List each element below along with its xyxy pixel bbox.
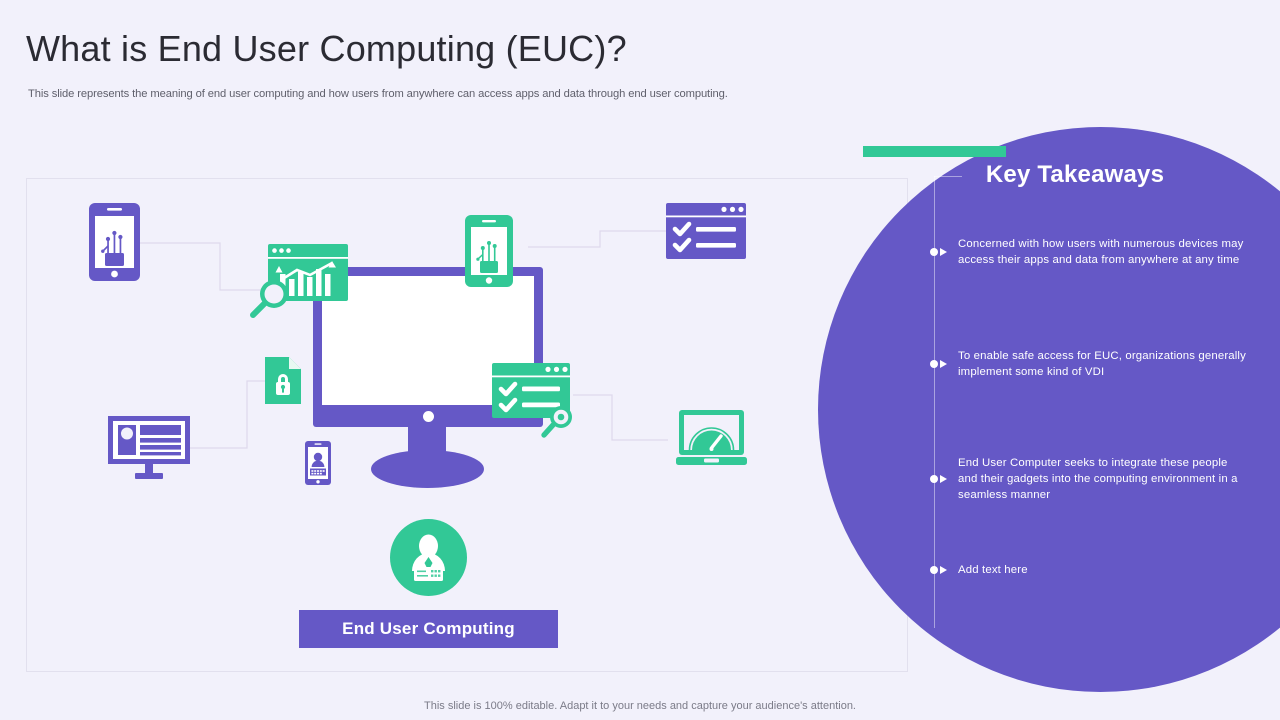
- bullet-arrow-icon: [930, 359, 950, 369]
- user-badge-glyph: [412, 534, 445, 581]
- list-item: Concerned with how users with numerous d…: [930, 236, 1250, 268]
- list-item: End User Computer seeks to integrate the…: [930, 455, 1250, 503]
- bullet-arrow-icon: [930, 565, 950, 575]
- mobile-circuit-icon-green: [465, 215, 513, 287]
- monitor-neck: [408, 427, 446, 461]
- key-takeaways-heading: Key Takeaways: [985, 161, 1165, 188]
- document-lock-icon-green: [265, 357, 301, 404]
- user-badge-icon-green: [390, 519, 467, 596]
- mobile-circuit-icon-purple: [89, 203, 140, 281]
- slide-footer-note: This slide is 100% editable. Adapt it to…: [424, 700, 856, 712]
- list-item-text: To enable safe access for EUC, organizat…: [958, 350, 1246, 378]
- laptop-speedometer-icon-green: [676, 410, 747, 465]
- key-takeaways-timeline: [934, 176, 935, 628]
- key-takeaways-accent-bar: [863, 146, 1006, 157]
- page-subtitle: This slide represents the meaning of end…: [28, 88, 728, 100]
- end-user-computing-label: End User Computing: [299, 610, 558, 648]
- page-title: What is End User Computing (EUC)?: [26, 28, 627, 69]
- desktop-profile-icon-purple: [108, 416, 190, 479]
- monitor-power-dot: [422, 411, 434, 422]
- checklist-search-icon-green: [492, 363, 572, 438]
- list-item-text: Concerned with how users with numerous d…: [958, 238, 1244, 266]
- key-takeaways-heading-connector: [934, 176, 962, 177]
- list-item-text: Add text here: [958, 564, 1028, 576]
- list-item-text: End User Computer seeks to integrate the…: [958, 457, 1238, 501]
- checklist-window-icon-purple: [666, 203, 746, 259]
- analytics-search-icon-green: [250, 244, 348, 318]
- bullet-arrow-icon: [930, 474, 950, 484]
- list-item: To enable safe access for EUC, organizat…: [930, 348, 1250, 380]
- mobile-id-card-icon-purple: [305, 441, 331, 485]
- bullet-arrow-icon: [930, 247, 950, 257]
- list-item: Add text here: [930, 562, 1250, 578]
- key-takeaways-circle: [818, 127, 1280, 692]
